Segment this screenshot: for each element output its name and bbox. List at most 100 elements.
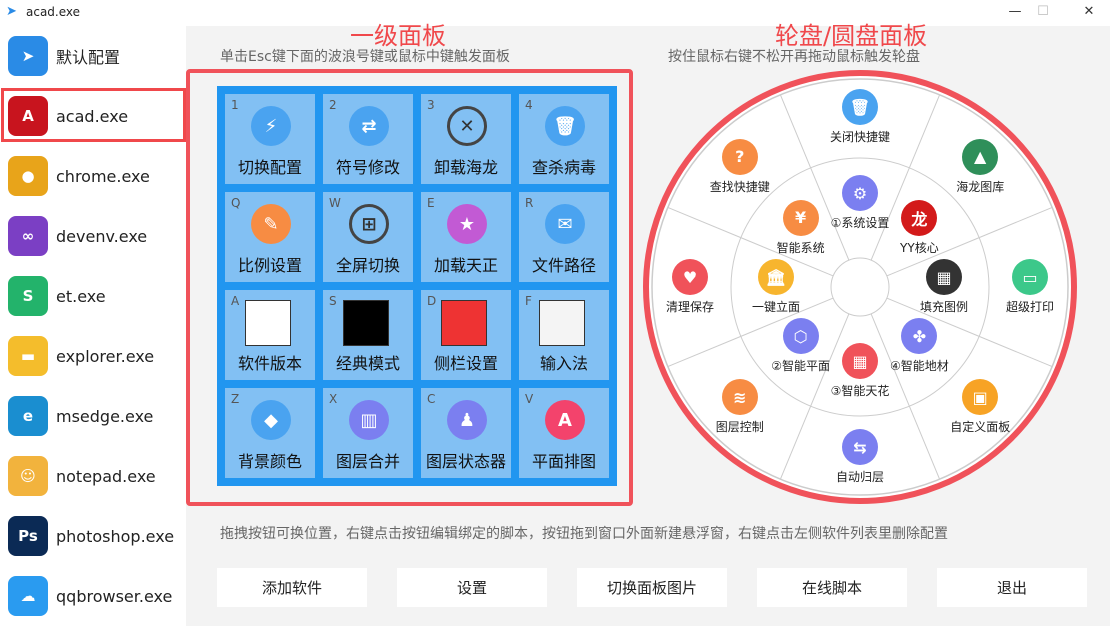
- panel-button-label: 文件路径: [531, 256, 596, 275]
- wheel-item-label: 填充图例: [919, 300, 968, 314]
- wheel-item[interactable]: ⬡②智能平面: [751, 318, 851, 374]
- sidebar-item[interactable]: ∞devenv.exe: [0, 206, 186, 266]
- wps-sheet-icon: S: [8, 276, 48, 316]
- sidebar-item-label: chrome.exe: [56, 166, 150, 186]
- wheel-divider: [870, 313, 910, 407]
- sidebar-item-label: photoshop.exe: [56, 526, 175, 546]
- wheel-item[interactable]: ▦ ③智能天花: [810, 343, 910, 399]
- selected-item-highlight: [1, 88, 186, 142]
- wheel-item-label: 查找快捷键: [709, 179, 770, 194]
- sidebar-thumbnail: [441, 300, 487, 346]
- panel-button-label: 软件版本: [237, 354, 302, 373]
- panel-button-label: 图层状态器: [425, 452, 506, 471]
- wheel-item[interactable]: ? 查找快捷键: [690, 138, 790, 195]
- panel-button-label: 侧栏设置: [433, 354, 498, 373]
- wheel-item[interactable]: ▲海龙图库: [930, 138, 1030, 195]
- panel-button[interactable]: D 侧栏设置: [421, 290, 511, 380]
- sidebar-item-label: 默认配置: [56, 48, 121, 67]
- question-icon: ?: [721, 138, 758, 175]
- panel-button[interactable]: W⊞全屏切换: [323, 192, 413, 282]
- wheel-item[interactable]: 🗑关闭快捷键: [810, 89, 910, 145]
- hint-text: 拖拽按钮可换位置，右键点击按钮编辑绑定的脚本，按钮拖到窗口外面新建悬浮窗，右键点…: [220, 526, 948, 542]
- shortcut-key: 3: [427, 98, 435, 112]
- ime-thumbnail: [539, 300, 585, 346]
- sidebar-item[interactable]: ➤ 默认配置: [0, 26, 186, 86]
- paper-plane-icon: ➤: [8, 36, 48, 76]
- settings-button[interactable]: 设置: [397, 568, 547, 607]
- image-icon: ▲: [962, 138, 999, 175]
- wheel-item-label: ③智能天花: [830, 384, 890, 398]
- clover-icon: ✤: [901, 318, 938, 355]
- wheel-item[interactable]: ≋图层控制: [690, 379, 790, 435]
- wheel-divider: [870, 167, 910, 261]
- add-software-button[interactable]: 添加软件: [217, 568, 367, 607]
- shortcut-key: F: [525, 294, 532, 308]
- wheel-item-label: ①系统设置: [830, 216, 890, 230]
- minimize-button[interactable]: —: [1008, 4, 1022, 19]
- panel-button[interactable]: 1⚡切换配置: [225, 94, 315, 184]
- close-circle-icon: ✕: [447, 106, 487, 146]
- panel-button-label: 比例设置: [237, 256, 302, 275]
- wheel-item[interactable]: ⚙①系统设置: [810, 175, 910, 231]
- folder-icon: ▬: [8, 336, 48, 376]
- panel-button[interactable]: R✉文件路径: [519, 192, 609, 282]
- shortcut-key: E: [427, 196, 435, 210]
- wheel-divider: [810, 313, 850, 407]
- panel-heading: 一级面板: [350, 22, 446, 50]
- panel-button[interactable]: 2⇄符号修改: [323, 94, 413, 184]
- panel-button[interactable]: E★加载天正: [421, 192, 511, 282]
- wheel-item[interactable]: ⇆自动归层: [810, 429, 910, 485]
- sidebar-item[interactable]: ●chrome.exe: [0, 146, 186, 206]
- sidebar-item-label: explorer.exe: [56, 346, 155, 366]
- panel-button-label: 符号修改: [335, 158, 400, 177]
- wheel-item[interactable]: ▦填充图例: [894, 259, 994, 315]
- wheel-item[interactable]: ¥智能系统: [751, 199, 851, 256]
- star-icon: ★: [447, 204, 487, 244]
- sidebar-item[interactable]: ☺notepad.exe: [0, 446, 186, 506]
- wheel-item[interactable]: ✤④智能地材: [869, 318, 969, 374]
- sidebar-item[interactable]: ☁qqbrowser.exe: [0, 566, 186, 626]
- classic-thumbnail: [343, 300, 389, 346]
- sidebar-item-label: msedge.exe: [56, 406, 154, 426]
- panel-button[interactable]: 3✕卸载海龙: [421, 94, 511, 184]
- close-button[interactable]: ✕: [1083, 4, 1095, 19]
- panel-highlight: [186, 69, 633, 506]
- wheel-item[interactable]: ▭超级打印: [980, 259, 1080, 315]
- panel-button[interactable]: X▥图层合并: [323, 388, 413, 478]
- wheel-divider: [667, 206, 742, 239]
- shortcut-key: X: [329, 392, 338, 406]
- maximize-button[interactable]: ☐: [1037, 4, 1049, 19]
- grid-icon: ▦: [842, 343, 878, 379]
- panel-button-label: 切换配置: [237, 158, 302, 177]
- autocad-icon: A: [8, 96, 48, 136]
- wheel-item[interactable]: ♥清理保存: [640, 259, 740, 315]
- wheel-item-label: 智能系统: [776, 240, 825, 255]
- edge-icon: e: [8, 396, 48, 436]
- wheel-divider: [740, 297, 834, 337]
- panel-button-label: 经典模式: [335, 354, 400, 373]
- shortcut-key: D: [427, 294, 437, 308]
- shortcut-key: Q: [231, 196, 241, 210]
- panel-button[interactable]: Q✎比例设置: [225, 192, 315, 282]
- sidebar-item[interactable]: ▬ explorer.exe: [0, 326, 186, 386]
- shortcut-key: R: [525, 196, 534, 210]
- wheel-item[interactable]: 🏛一键立面: [726, 259, 826, 315]
- panel-button[interactable]: 4🗑查杀病毒: [519, 94, 609, 184]
- panel-button[interactable]: Z◆背景颜色: [225, 388, 315, 478]
- wheel-item[interactable]: ▣自定义面板: [930, 379, 1030, 435]
- wheel-divider: [978, 335, 1053, 368]
- exit-button[interactable]: 退出: [937, 568, 1087, 607]
- sidebar-item[interactable]: e msedge.exe: [0, 386, 186, 446]
- switch-panel-image-button[interactable]: 切换面板图片: [577, 568, 727, 607]
- panel-button[interactable]: C♟图层状态器: [421, 388, 511, 478]
- layers-icon: ≋: [721, 379, 758, 416]
- online-scripts-button[interactable]: 在线脚本: [757, 568, 907, 607]
